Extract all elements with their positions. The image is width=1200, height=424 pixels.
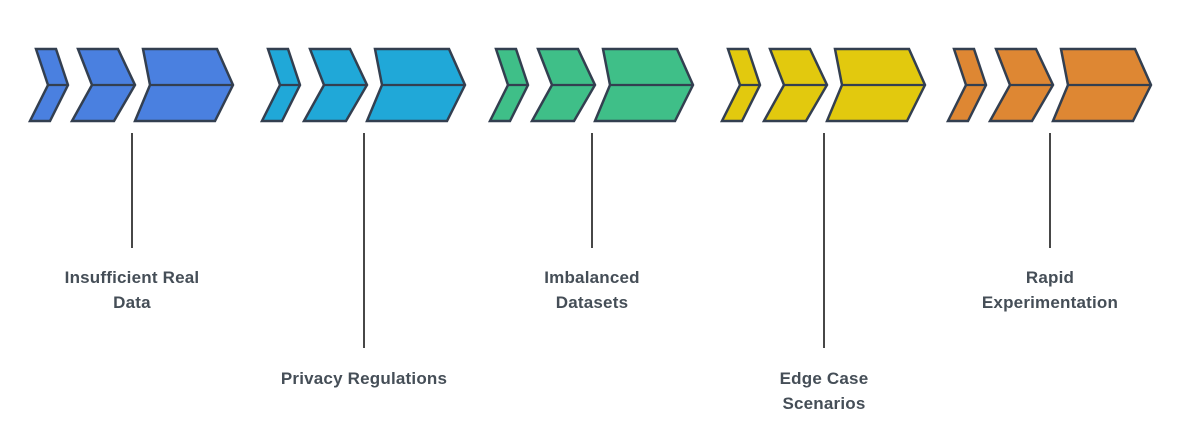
stage-group: Rapid Experimentation xyxy=(945,0,1153,424)
connector-line xyxy=(363,133,365,348)
stage-label: Rapid Experimentation xyxy=(981,268,1119,312)
stage-label: Imbalanced Datasets xyxy=(544,268,640,312)
connector-line xyxy=(1049,133,1051,248)
chevron-arrows-icon xyxy=(945,47,1153,123)
stage-group: Insufficient Real Data xyxy=(27,0,235,424)
chevron-arrows-icon xyxy=(719,47,927,123)
stage-label: Privacy Regulations xyxy=(280,369,448,388)
connector-line xyxy=(591,133,593,248)
chevron-arrows-icon xyxy=(259,47,467,123)
stage-group: Imbalanced Datasets xyxy=(487,0,695,424)
chevron-arrows-icon xyxy=(487,47,695,123)
stage-group: Privacy Regulations xyxy=(259,0,467,424)
connector-line xyxy=(823,133,825,348)
chevron-arrows-icon xyxy=(27,47,235,123)
stage-label: Edge Case Scenarios xyxy=(779,369,869,413)
stage-group: Edge Case Scenarios xyxy=(719,0,927,424)
stage-label: Insufficient Real Data xyxy=(64,268,200,312)
connector-line xyxy=(131,133,133,248)
